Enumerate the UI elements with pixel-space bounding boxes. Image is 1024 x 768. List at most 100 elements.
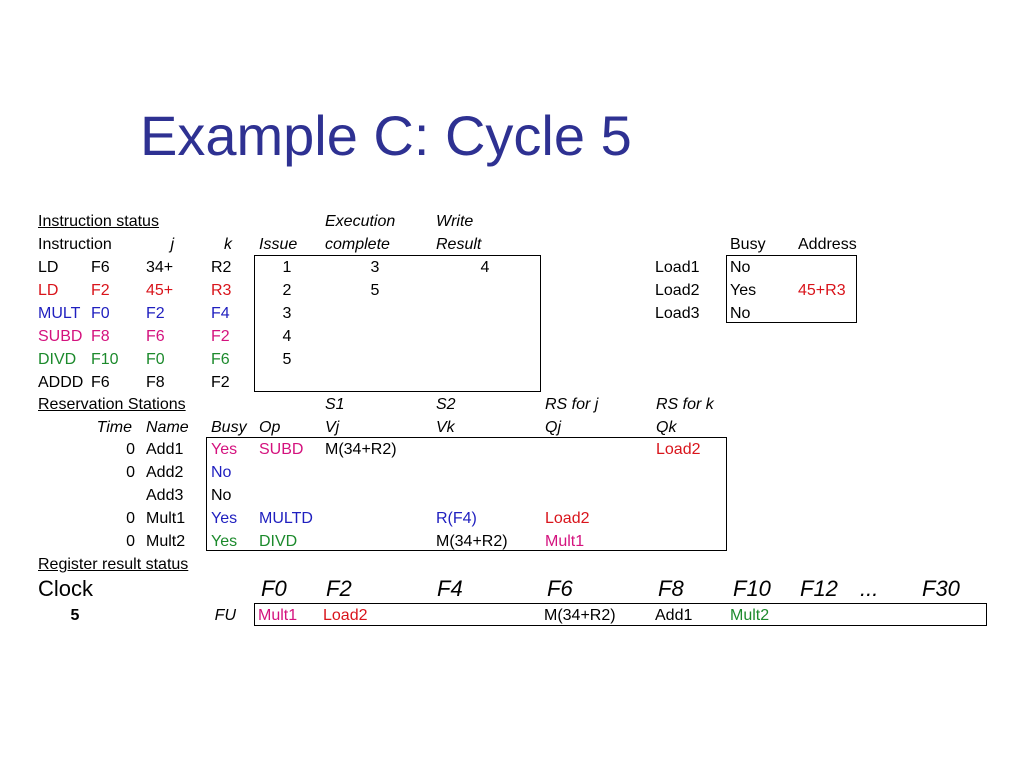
instruction-status-label: Instruction status: [38, 213, 159, 230]
page-title: Example C: Cycle 5: [140, 104, 632, 167]
instruction-k: F2: [211, 374, 230, 391]
instruction-op: LD: [38, 282, 59, 299]
load-buffer-busy: No: [730, 305, 751, 322]
instruction-op: SUBD: [38, 328, 83, 345]
register-name: F10: [733, 576, 771, 601]
rs-busy: No: [211, 464, 232, 481]
instruction-j: 34+: [146, 259, 174, 276]
exec-complete-cycle: 3: [370, 259, 380, 276]
rs-vj: M(34+R2): [325, 441, 397, 458]
load-buffer-name: Load1: [655, 259, 700, 276]
instruction-dest: F2: [91, 282, 110, 299]
load-address-header: Address: [798, 236, 857, 253]
s2-header: S2: [436, 396, 456, 413]
write-result-cycle: 4: [480, 259, 490, 276]
rs-name: Add2: [146, 464, 184, 481]
qj-header: Qj: [545, 419, 561, 436]
issue-cycle: 1: [282, 259, 292, 276]
register-fu: Load2: [323, 607, 368, 624]
instruction-j: F6: [146, 328, 165, 345]
write-header-top: Write: [436, 213, 474, 230]
register-fu: M(34+R2): [544, 607, 616, 624]
instruction-op: ADDD: [38, 374, 84, 391]
vk-header: Vk: [436, 419, 455, 436]
register-name: F12: [800, 576, 838, 601]
instruction-dest: F0: [91, 305, 110, 322]
register-fu-box: [254, 603, 987, 626]
register-fu: Add1: [655, 607, 693, 624]
register-name: ...: [860, 576, 879, 601]
reservation-stations-box: [206, 437, 727, 551]
issue-cycle: 5: [282, 351, 292, 368]
s1-header: S1: [325, 396, 345, 413]
rs-vk: M(34+R2): [436, 533, 508, 550]
rs-op: DIVD: [259, 533, 298, 550]
exec-complete-cycle: 5: [370, 282, 380, 299]
fu-label: FU: [214, 607, 236, 624]
instruction-j: F0: [146, 351, 165, 368]
instruction-op: MULT: [38, 305, 81, 322]
instruction-k: F4: [211, 305, 230, 322]
name-header: Name: [146, 419, 189, 436]
load-buffer-address: 45+R3: [798, 282, 846, 299]
instruction-j: 45+: [146, 282, 174, 299]
busy-header: Busy: [211, 419, 247, 436]
instruction-dest: F8: [91, 328, 110, 345]
issue-cycle: 3: [282, 305, 292, 322]
load-buffer-busy: No: [730, 259, 751, 276]
load-buffer-box: [726, 255, 857, 323]
instruction-timing-box: [254, 255, 541, 392]
issue-header: Issue: [259, 236, 298, 253]
rs-name: Add1: [146, 441, 184, 458]
clock-label: Clock: [38, 576, 94, 601]
clock-value: 5: [70, 607, 80, 624]
register-name: F6: [547, 576, 573, 601]
instruction-j: F8: [146, 374, 165, 391]
time-header: Time: [96, 419, 132, 436]
instruction-k: F6: [211, 351, 230, 368]
register-result-status-label: Register result status: [38, 556, 189, 573]
load-busy-header: Busy: [730, 236, 766, 253]
rs-for-j-header: RS for j: [545, 396, 599, 413]
instruction-j: F2: [146, 305, 165, 322]
execution-header-bottom: complete: [325, 236, 390, 253]
instruction-header: Instruction: [38, 236, 112, 253]
rs-time: 0: [126, 510, 135, 527]
rs-qj: Mult1: [545, 533, 585, 550]
k-header: k: [224, 236, 232, 253]
rs-qk: Load2: [656, 441, 701, 458]
rs-op: SUBD: [259, 441, 304, 458]
register-name: F30: [922, 576, 960, 601]
rs-name: Mult1: [146, 510, 186, 527]
register-name: F2: [326, 576, 352, 601]
vj-header: Vj: [325, 419, 340, 436]
rs-qj: Load2: [545, 510, 590, 527]
instruction-dest: F10: [91, 351, 119, 368]
load-buffer-busy: Yes: [730, 282, 757, 299]
reservation-stations-label: Reservation Stations: [38, 396, 186, 413]
instruction-k: R3: [211, 282, 232, 299]
instruction-dest: F6: [91, 259, 110, 276]
instruction-k: R2: [211, 259, 232, 276]
rs-time: 0: [126, 533, 135, 550]
instruction-op: DIVD: [38, 351, 77, 368]
op-header: Op: [259, 419, 281, 436]
rs-name: Mult2: [146, 533, 186, 550]
rs-busy: Yes: [211, 441, 238, 458]
qk-header: Qk: [656, 419, 677, 436]
register-fu: Mult2: [730, 607, 770, 624]
write-header-bottom: Result: [436, 236, 482, 253]
issue-cycle: 4: [282, 328, 292, 345]
instruction-k: F2: [211, 328, 230, 345]
rs-time: 0: [126, 464, 135, 481]
instruction-dest: F6: [91, 374, 110, 391]
register-name: F4: [437, 576, 463, 601]
j-header: j: [170, 236, 174, 253]
rs-time: 0: [126, 441, 135, 458]
register-name: F8: [658, 576, 684, 601]
load-buffer-name: Load3: [655, 305, 700, 322]
execution-header-top: Execution: [325, 213, 396, 230]
rs-busy: No: [211, 487, 232, 504]
rs-for-k-header: RS for k: [656, 396, 714, 413]
register-fu: Mult1: [258, 607, 298, 624]
